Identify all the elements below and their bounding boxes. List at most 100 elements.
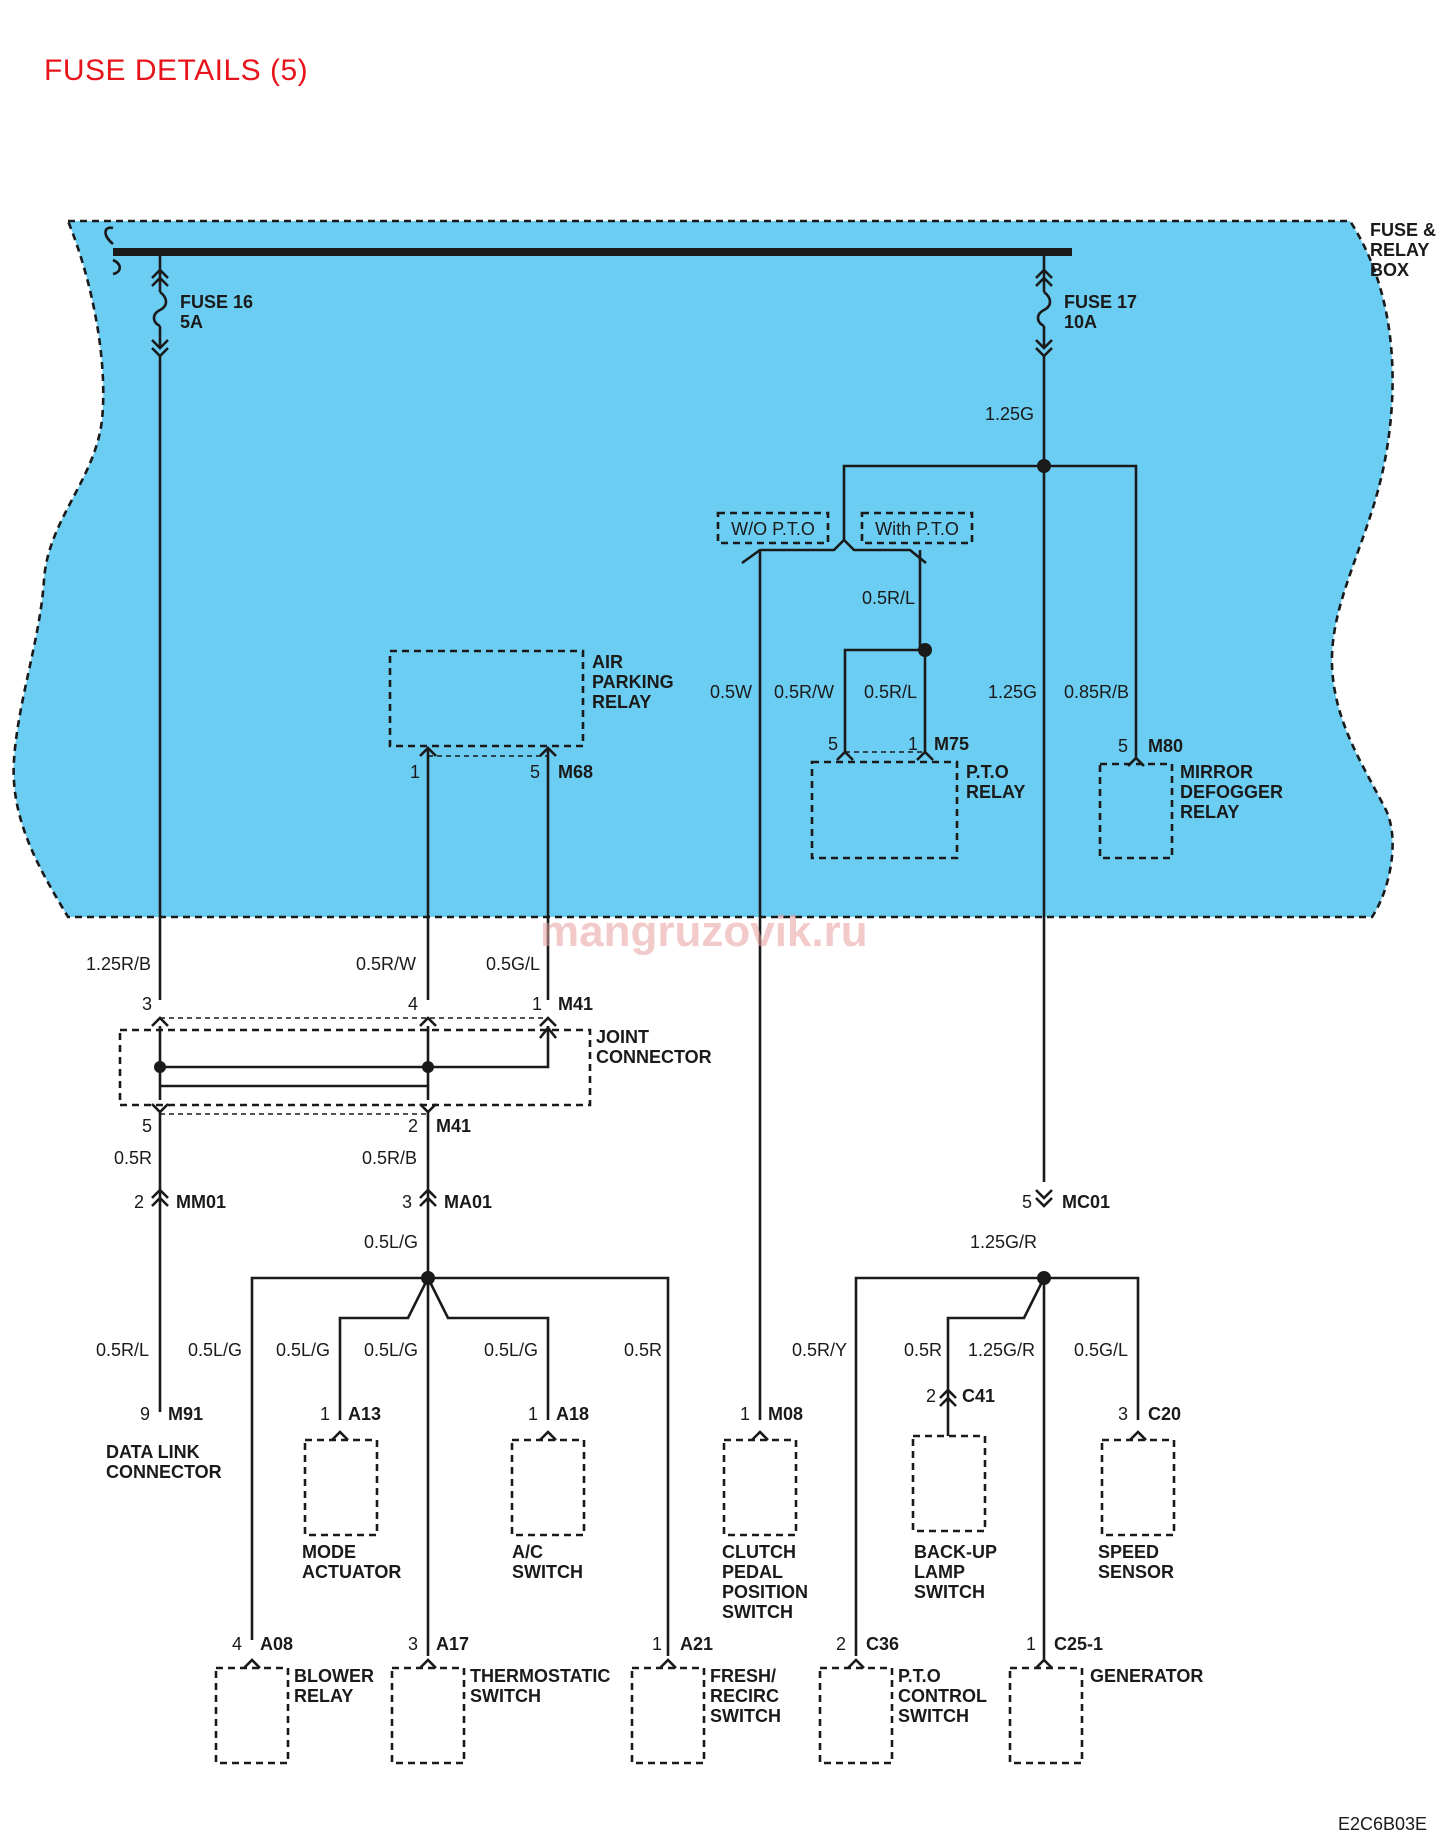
fuse-16: [150, 252, 170, 358]
m91-label-2: CONNECTOR: [106, 1462, 222, 1482]
mm01-pin: 2: [134, 1192, 144, 1212]
wire-label-05w: 0.5W: [710, 682, 752, 702]
m08-pin: 1: [740, 1404, 750, 1424]
joint-connector-box: [118, 1028, 592, 1107]
wire-label-05r-mm01: 0.5R: [114, 1148, 152, 1168]
wire-label-05lg-a17: 0.5L/G: [364, 1340, 418, 1360]
wire-to-a13: [338, 1277, 430, 1420]
wire-label-085rb: 0.85R/B: [1064, 682, 1129, 702]
c41-box: [911, 1434, 987, 1533]
c36-tip: [847, 1658, 865, 1669]
joint-top-arrow: [538, 1025, 558, 1039]
joint-pin-1: 1: [532, 994, 542, 1014]
c36-pin: 2: [836, 1634, 846, 1654]
m91-label-1: DATA LINK: [106, 1442, 200, 1462]
fuse-box-label-2: RELAY: [1370, 240, 1429, 260]
a18-pin: 1: [528, 1404, 538, 1424]
wire-label-125g-mid: 1.25G: [988, 682, 1037, 702]
a13-label-1: MODE: [302, 1542, 356, 1562]
a13-tip: [331, 1430, 349, 1441]
joint-label-2: CONNECTOR: [596, 1047, 712, 1067]
pto-relay-pin-5: 5: [828, 734, 838, 754]
fuse-relay-box-area: [12, 219, 1394, 919]
joint-pin-5: 5: [142, 1116, 152, 1136]
a18-box: [510, 1438, 586, 1537]
a21-box: [630, 1666, 706, 1765]
fuse-16-rating: 5A: [180, 312, 203, 332]
joint-pin-2: 2: [408, 1116, 418, 1136]
fuse-17-name: FUSE 17: [1064, 292, 1137, 312]
a08-box: [214, 1666, 290, 1765]
joint-label-1: JOINT: [596, 1027, 649, 1047]
a21-label-1: FRESH/: [710, 1666, 776, 1686]
c25-label-1: GENERATOR: [1090, 1666, 1203, 1686]
c20-box: [1100, 1438, 1176, 1537]
a17-label-2: SWITCH: [470, 1686, 541, 1706]
m08-label-1: CLUTCH: [722, 1542, 796, 1562]
mc01-pin: 5: [1022, 1192, 1032, 1212]
pto-relay-pin-1: 1: [908, 734, 918, 754]
mc01-name: MC01: [1062, 1192, 1110, 1212]
wire-label-125gr-mc01: 1.25G/R: [970, 1232, 1037, 1252]
a17-box: [390, 1666, 466, 1765]
a17-pin: 3: [408, 1634, 418, 1654]
a21-tip: [659, 1658, 677, 1669]
wire-label-05r-a21: 0.5R: [624, 1340, 662, 1360]
a13-pin: 1: [320, 1404, 330, 1424]
a08-tip: [243, 1658, 261, 1669]
a21-label-3: SWITCH: [710, 1706, 781, 1726]
c36-box: [818, 1666, 894, 1765]
a13-conn: A13: [348, 1404, 381, 1424]
wire-label-05rl-m75: 0.5R/L: [864, 682, 917, 702]
wire-label-05lg-ma01: 0.5L/G: [364, 1232, 418, 1252]
mm01-name: MM01: [176, 1192, 226, 1212]
wire-label-05rw-m75: 0.5R/W: [774, 682, 834, 702]
m08-conn: M08: [768, 1404, 803, 1424]
c41-label-1: BACK-UP: [914, 1542, 997, 1562]
wire-label-125g-top: 1.25G: [985, 404, 1034, 424]
wire-label-05rl-top: 0.5R/L: [862, 588, 915, 608]
wire-to-m80: [1044, 464, 1138, 760]
wire-label-05rw-m41: 0.5R/W: [356, 954, 416, 974]
ma01-name: MA01: [444, 1192, 492, 1212]
fuse-box-label-1: FUSE &: [1370, 220, 1436, 240]
air-parking-relay-label-3: RELAY: [592, 692, 651, 712]
mirror-relay-conn: M80: [1148, 736, 1183, 756]
fuse-box-label-3: BOX: [1370, 260, 1409, 280]
joint-pin-3: 3: [142, 994, 152, 1014]
fuse-17-rating: 10A: [1064, 312, 1097, 332]
c36-label-1: P.T.O: [898, 1666, 941, 1686]
a08-conn: A08: [260, 1634, 293, 1654]
wire-label-05r-c41: 0.5R: [904, 1340, 942, 1360]
a17-label-1: THERMOSTATIC: [470, 1666, 610, 1686]
air-parking-relay-conn: M68: [558, 762, 593, 782]
c25-tip: [1035, 1658, 1053, 1669]
m91-pin: 9: [140, 1404, 150, 1424]
m08-label-4: SWITCH: [722, 1602, 793, 1622]
air-parking-relay-pin-1: 1: [410, 762, 420, 782]
joint-conn-top: M41: [558, 994, 593, 1014]
wire-label-05rb-ma01: 0.5R/B: [362, 1148, 417, 1168]
c25-conn: C25-1: [1054, 1634, 1103, 1654]
wire-label-05gl-m41: 0.5G/L: [486, 954, 540, 974]
wire-label-05ry-c36: 0.5R/Y: [792, 1340, 847, 1360]
wire-to-a18: [426, 1277, 550, 1420]
wire-label-05lg-a18: 0.5L/G: [484, 1340, 538, 1360]
pto-relay-label-2: RELAY: [966, 782, 1025, 802]
mc01-tip: [1034, 1188, 1054, 1208]
joint-top-tips: [151, 1016, 557, 1027]
m08-box: [722, 1438, 798, 1537]
wire-c-bus: [854, 1276, 1140, 1656]
option-wo-pto: W/O P.T.O: [731, 519, 815, 539]
c20-tip: [1129, 1430, 1147, 1441]
a18-conn: A18: [556, 1404, 589, 1424]
ma01-pin: 3: [402, 1192, 412, 1212]
doc-code: E2C6B03E: [1338, 1814, 1427, 1834]
pto-relay-label-1: P.T.O: [966, 762, 1009, 782]
a13-label-2: ACTUATOR: [302, 1562, 401, 1582]
mirror-relay-pin: 5: [1118, 736, 1128, 756]
joint-bus: [158, 1026, 550, 1100]
wire-to-option-split: [842, 464, 1044, 540]
